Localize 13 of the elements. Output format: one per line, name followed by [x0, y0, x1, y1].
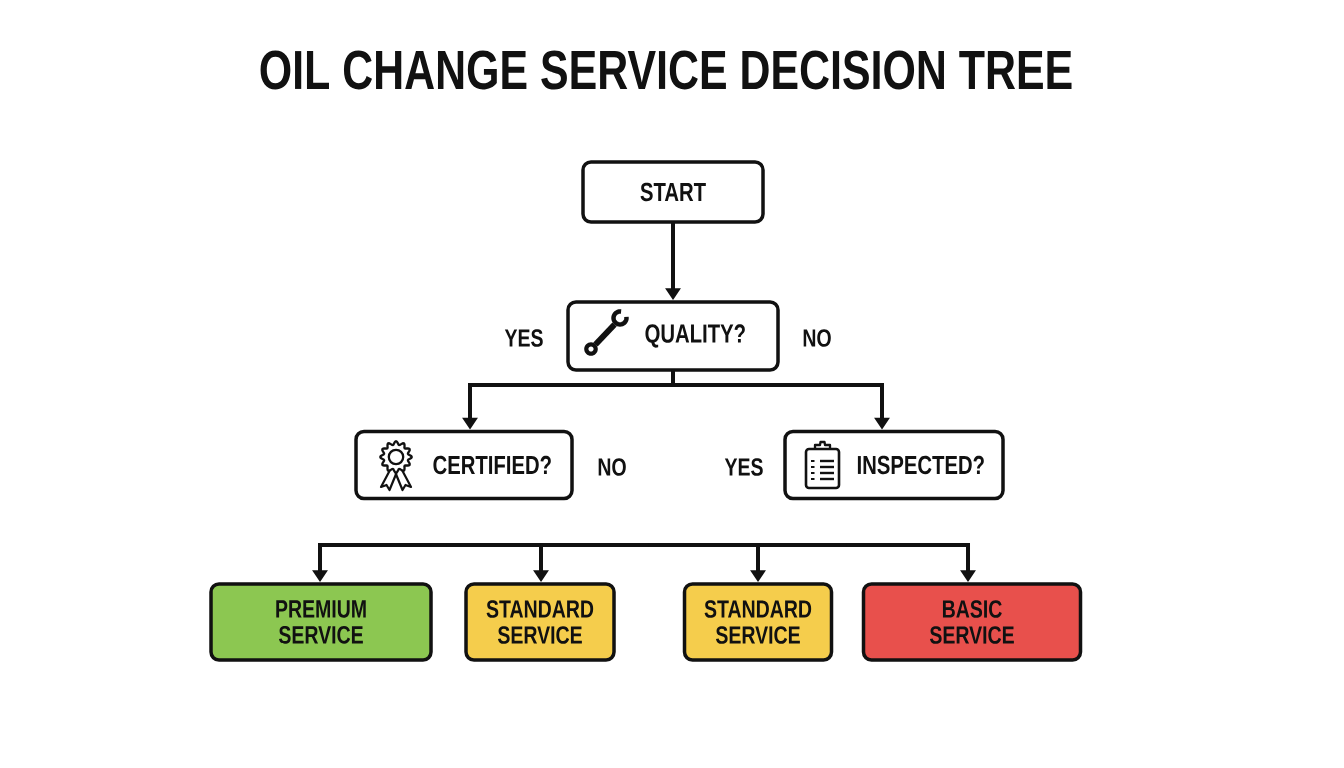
decision-box: QUALITY?	[566, 300, 780, 372]
decision-box: INSPECTED?	[783, 429, 1005, 501]
result-box: BASIC SERVICE	[861, 582, 1083, 662]
title: OIL CHANGE SERVICE DECISION TREE	[260, 50, 1072, 90]
branch-label: YES	[504, 329, 543, 347]
start-box: START	[581, 160, 765, 224]
decision-box: CERTIFIED?	[354, 429, 574, 501]
branch-label: YES	[724, 458, 763, 476]
branch-label: NO	[803, 329, 831, 347]
branch-label: NO	[598, 458, 626, 476]
result-box: STANDARD SERVICE	[682, 582, 834, 662]
result-box: PREMIUM SERVICE	[209, 582, 433, 662]
result-box: STANDARD SERVICE	[464, 582, 616, 662]
